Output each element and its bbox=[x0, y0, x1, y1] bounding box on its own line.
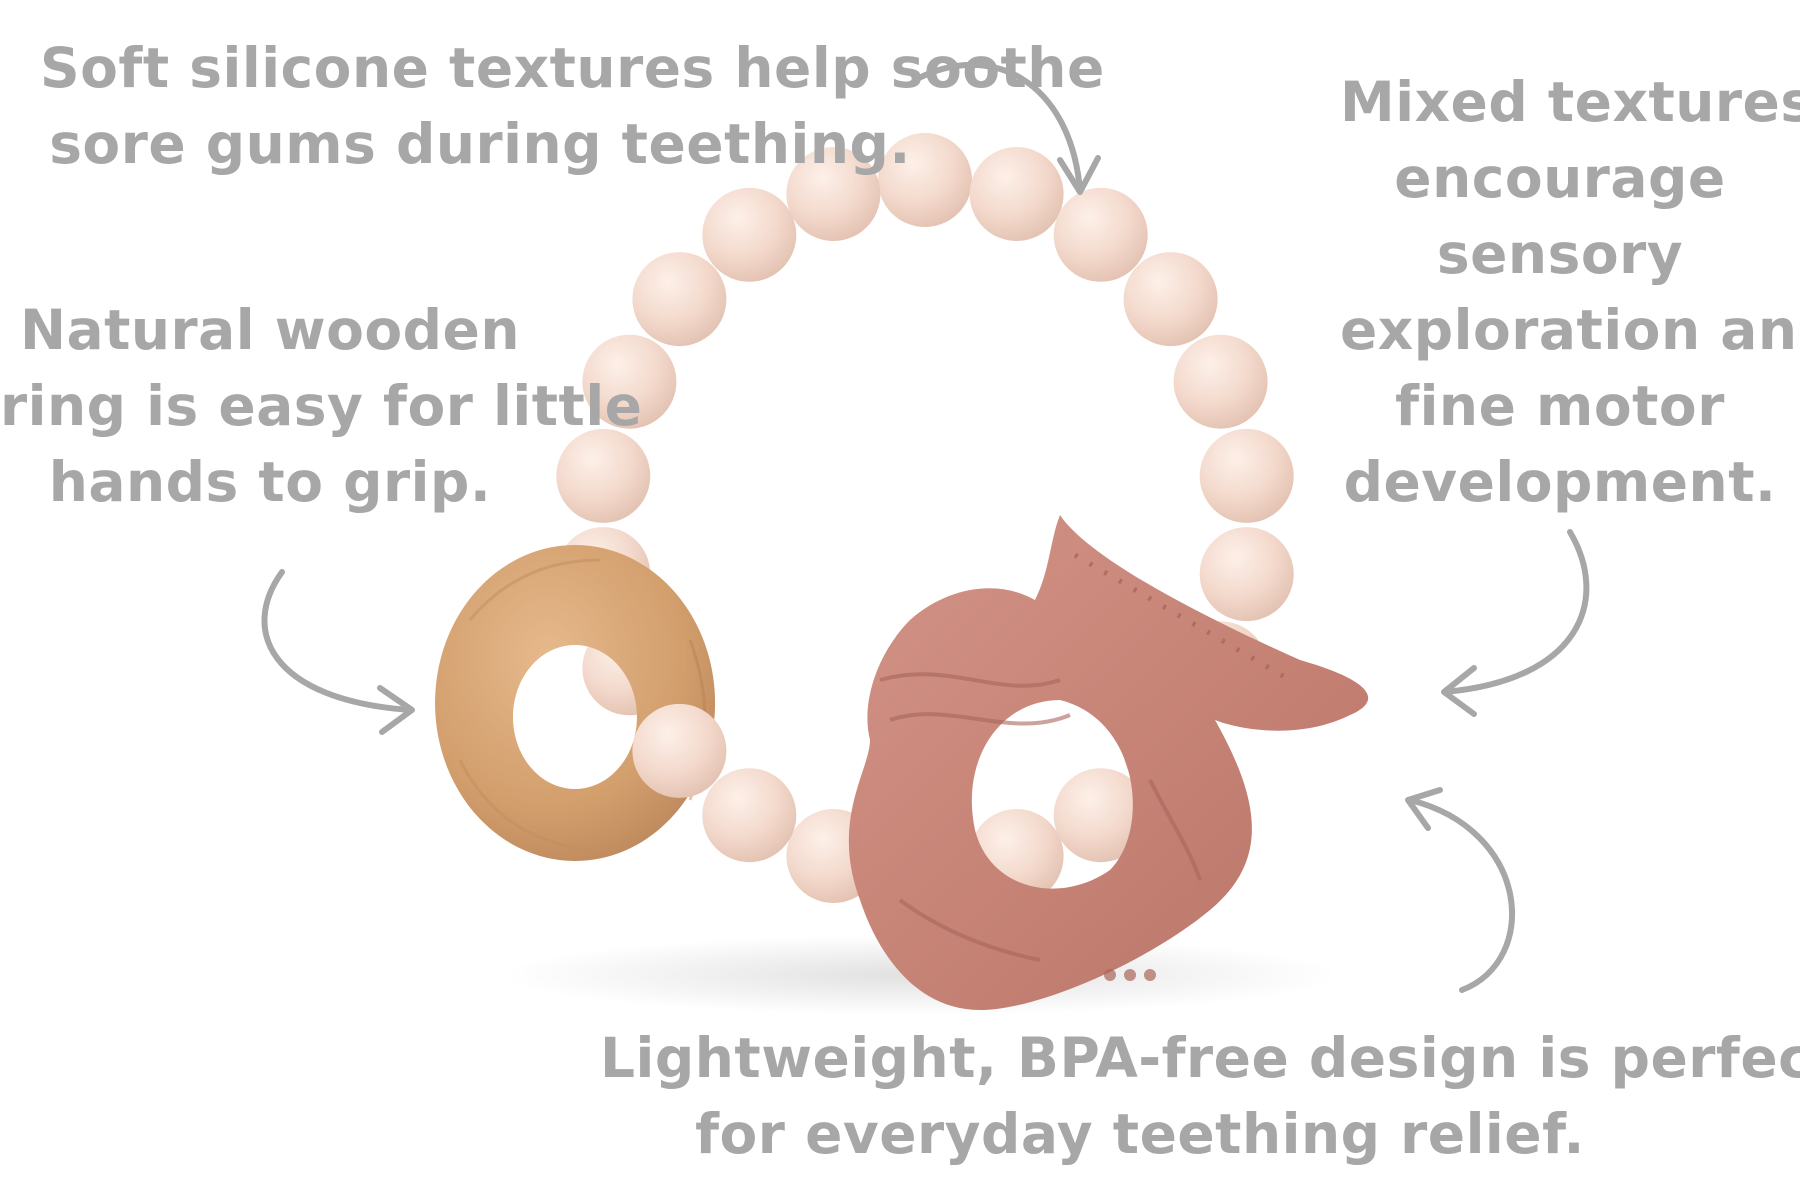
silicone-bead bbox=[786, 147, 881, 241]
callout-wooden-ring: Natural wooden ring is easy for little h… bbox=[0, 292, 643, 520]
callout-bpa-free: Lightweight, BPA-free design is perfect … bbox=[600, 1020, 1800, 1172]
callout-line: sensory bbox=[1436, 222, 1684, 286]
silicone-bead bbox=[878, 133, 972, 227]
silicone-bead bbox=[1053, 187, 1148, 282]
callout-line: development. bbox=[1343, 450, 1777, 514]
silicone-bead bbox=[1123, 252, 1218, 347]
curved-arrow-icon bbox=[912, 61, 1101, 195]
callout-mixed-textures: Mixed textures encourage sensory explora… bbox=[1340, 64, 1800, 520]
callout-line: for everyday teething relief. bbox=[695, 1102, 1585, 1166]
callout-line: Mixed textures bbox=[1340, 70, 1800, 134]
pink-silicone-teether bbox=[848, 515, 1369, 1010]
wooden-ring bbox=[435, 545, 716, 862]
silicone-bead bbox=[1173, 334, 1268, 429]
curved-arrow-icon bbox=[1441, 529, 1590, 717]
curved-arrow-icon bbox=[1405, 787, 1516, 993]
callout-line: Soft silicone textures help soothe bbox=[40, 36, 1105, 100]
silicone-bead bbox=[632, 703, 727, 798]
callout-line: fine motor bbox=[1395, 374, 1725, 438]
silicone-bead bbox=[702, 187, 797, 282]
silicone-bead bbox=[1199, 527, 1294, 622]
silicone-bead bbox=[1053, 768, 1148, 863]
callout-line: encourage bbox=[1394, 146, 1726, 210]
callout-line: exploration and bbox=[1340, 298, 1800, 362]
silicone-bead bbox=[556, 428, 651, 523]
silicone-bead bbox=[969, 147, 1064, 241]
silicone-bead bbox=[632, 252, 727, 347]
silicone-bead bbox=[582, 334, 677, 429]
silicone-bead bbox=[1199, 428, 1294, 523]
callout-line: ring is easy for little bbox=[0, 374, 643, 438]
silicone-bead bbox=[702, 768, 797, 863]
callout-line: Lightweight, BPA-free design is perfect bbox=[600, 1026, 1800, 1090]
callout-line: Natural wooden bbox=[19, 298, 521, 362]
curved-arrow-icon bbox=[261, 569, 415, 735]
callout-silicone-textures: Soft silicone textures help soothe sore … bbox=[40, 30, 1105, 182]
callout-line: sore gums during teething. bbox=[49, 112, 911, 176]
callout-line: hands to grip. bbox=[48, 450, 492, 514]
